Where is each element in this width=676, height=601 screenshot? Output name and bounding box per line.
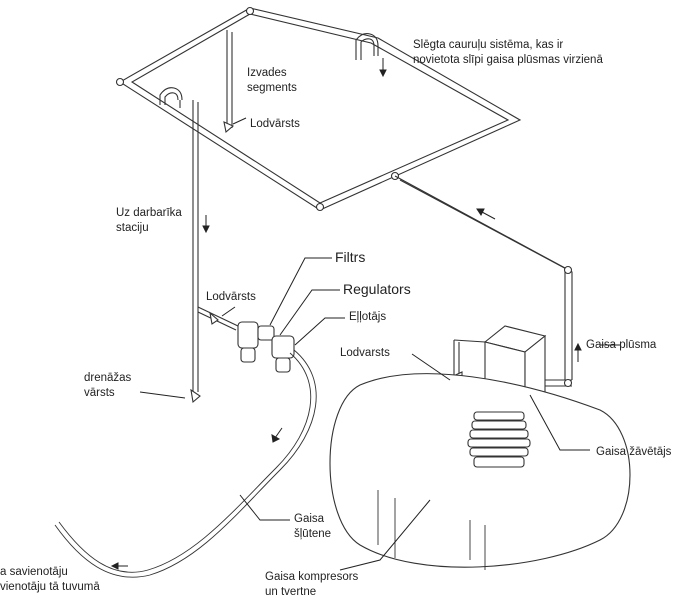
outlet-drop-top	[223, 30, 247, 134]
supply-riser	[394, 175, 582, 388]
label-ball-valve-top: Lodvārsts	[250, 118, 300, 130]
riser-gooseneck-right	[355, 33, 387, 78]
label-filter: Filtrs	[335, 249, 366, 265]
label-to-tool-station-line2: staciju	[116, 222, 149, 234]
label-connector-note-line2: vienotāju tā tuvumā	[0, 581, 100, 593]
label-to-tool-station: Uz darbarīka staciju	[116, 206, 182, 236]
label-to-tool-station-line1: Uz darbarīka	[116, 207, 182, 219]
label-drain-valve-line1: drenāžas	[84, 372, 132, 384]
label-air-hose: Gaisa šļūtene	[294, 512, 331, 542]
label-air-hose-line1: Gaisa	[294, 513, 325, 525]
label-closed-pipe-system-line2: novietota slīpi gaisa plūsmas virzienā	[413, 54, 603, 66]
left-drop-to-station	[159, 87, 210, 404]
label-lubricator: Eļļotājs	[349, 311, 387, 323]
label-compressor-tank: Gaisa kompresors un tvertne	[265, 570, 358, 600]
label-compressor-tank-line2: un tvertne	[265, 586, 317, 598]
label-closed-pipe-system-line1: Slēgta cauruļu sistēma, kas ir	[413, 39, 564, 51]
label-closed-pipe-system: Slēgta cauruļu sistēma, kas ir novietota…	[413, 38, 603, 68]
label-ball-valve-left: Lodvārsts	[206, 291, 256, 303]
label-air-dryer: Gaisa žāvētājs	[596, 446, 672, 458]
frl-unit	[197, 306, 295, 373]
label-outlet-segment-line1: Izvades	[247, 67, 287, 79]
label-compressor-tank-line1: Gaisa kompresors	[265, 571, 359, 583]
label-regulator: Regulators	[343, 281, 411, 297]
label-connector-note: a savienotāju vienotāju tā tuvumā	[0, 565, 100, 595]
label-drain-valve: drenāžas vārsts	[84, 371, 131, 401]
label-air-hose-line2: šļūtene	[294, 528, 332, 540]
label-drain-valve-line2: vārsts	[84, 387, 115, 399]
label-ball-valve-right: Lodvarsts	[340, 347, 390, 359]
label-outlet-segment-line2: segments	[247, 82, 297, 94]
label-outlet-segment: Izvades segments	[247, 66, 297, 96]
air-hose	[54, 349, 317, 578]
label-leader-lines	[139, 257, 620, 571]
label-connector-note-line1: a savienotāju	[0, 566, 68, 578]
compressor-head	[467, 411, 531, 468]
label-air-flow: Gaisa plūsma	[586, 339, 657, 351]
compressor-tank	[329, 373, 631, 570]
